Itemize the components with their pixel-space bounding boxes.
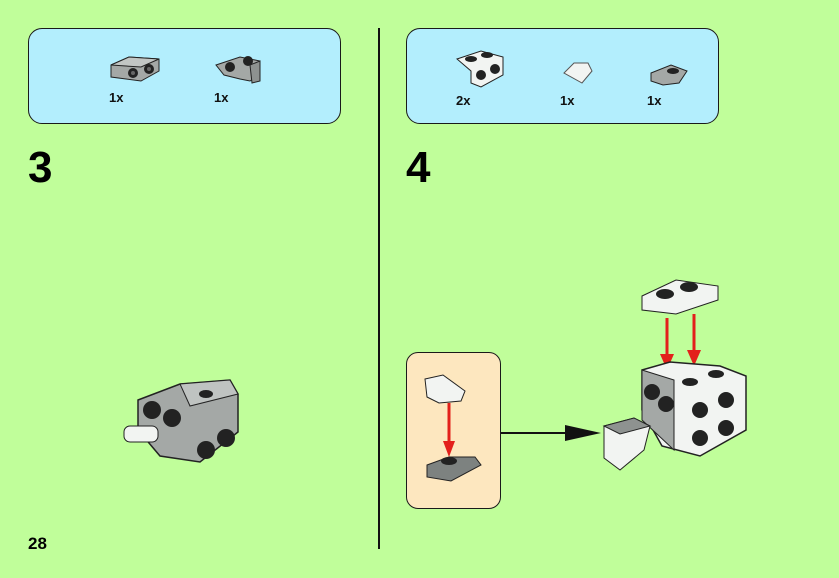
part-gray-clip-plate-icon [650, 64, 688, 86]
part-qty: 1x [214, 90, 229, 105]
subassembly-callout [406, 352, 501, 509]
step-number: 4 [406, 143, 431, 192]
part-white-bracket-icon [456, 50, 504, 88]
part-qty: 1x [647, 93, 662, 108]
step-3-parts-list: 1x 1x [28, 28, 341, 124]
part-qty: 1x [560, 93, 575, 108]
page-number: 28 [28, 534, 47, 553]
part-qty: 1x [109, 90, 124, 105]
assembly-arrow-icon [501, 425, 601, 441]
part-qty: 2x [456, 93, 471, 108]
step-4-parts-list: 2x 1x 1x [406, 28, 719, 124]
part-gray-clip-plate-icon [215, 56, 261, 84]
step-number: 3 [28, 143, 53, 192]
step-4-model-illustration [602, 279, 747, 471]
subassembly-illustration [424, 374, 482, 482]
part-white-slope-icon [563, 62, 593, 84]
step-divider [378, 28, 380, 549]
part-gray-bracket-icon [110, 56, 160, 82]
step-3-model-illustration [123, 379, 239, 463]
